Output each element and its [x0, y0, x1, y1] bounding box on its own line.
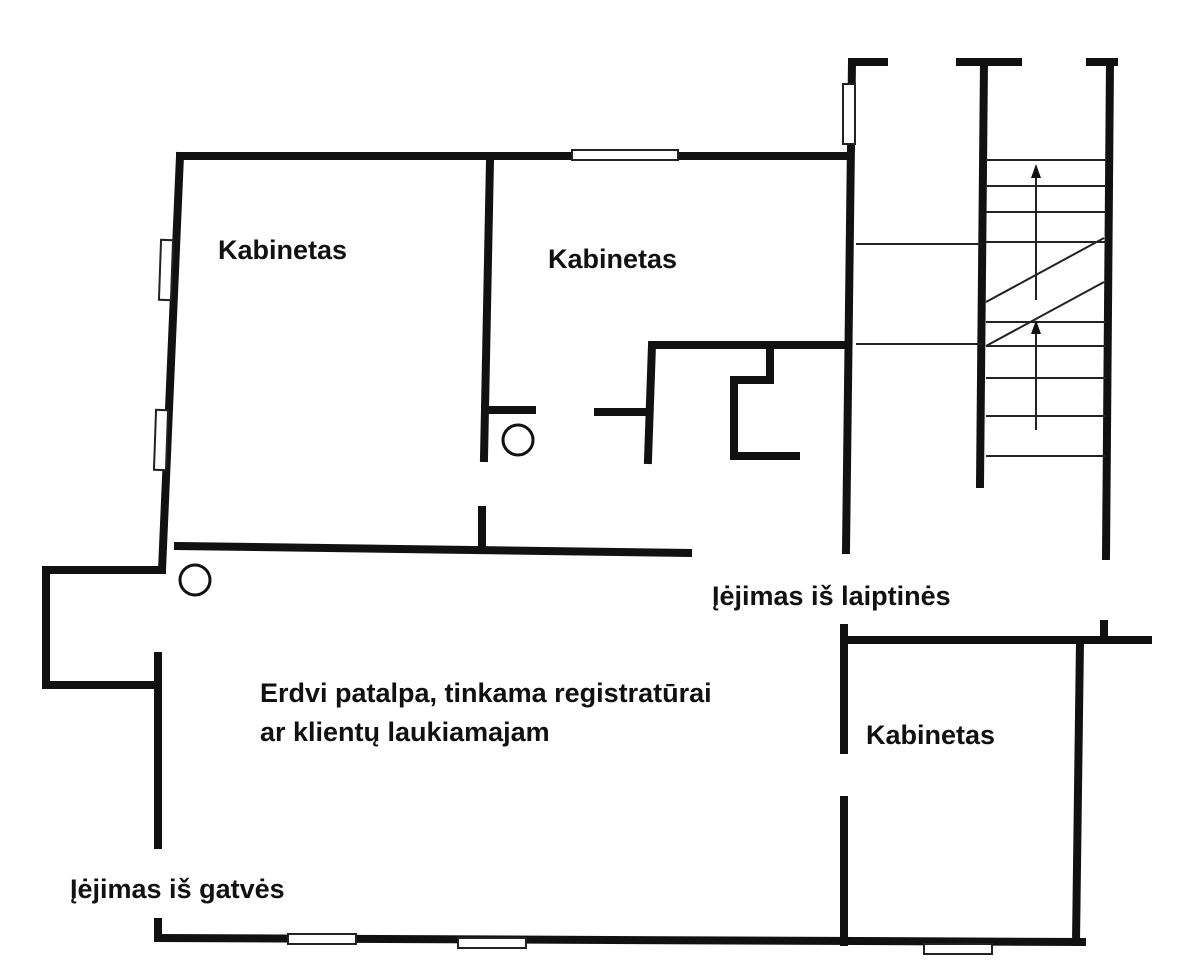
columns: [178, 423, 535, 597]
interior-walls: [173, 57, 1152, 947]
entrance-label-stairwell: Įėjimas iš laiptinės: [712, 581, 951, 611]
column-icon: [178, 563, 212, 597]
labels: Kabinetas Kabinetas Kabinetas Erdvi pata…: [70, 235, 995, 904]
stair-arrow-up-icon: [1031, 164, 1041, 178]
main-hall-label-line2: ar klientų laukiamajam: [260, 717, 550, 747]
room-label-office-bottom-right: Kabinetas: [866, 720, 995, 750]
windows: [152, 83, 993, 955]
room-label-office-top-middle: Kabinetas: [548, 244, 677, 274]
column-icon: [501, 423, 535, 457]
entrance-label-street: Įėjimas iš gatvės: [70, 874, 285, 904]
stairwell: [856, 57, 1118, 644]
room-label-office-top-left: Kabinetas: [218, 235, 347, 265]
stair-arrow-up-icon: [1031, 320, 1041, 334]
main-hall-label-line1: Erdvi patalpa, tinkama registratūrai: [260, 678, 712, 708]
